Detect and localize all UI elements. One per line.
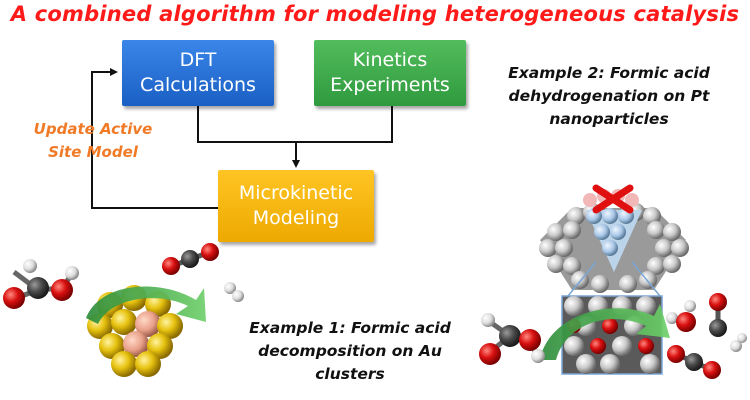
- example2-line1: Example 2: Formic acid: [508, 64, 710, 82]
- co2-molecule-icon-2: [667, 345, 721, 379]
- figure-title: A combined algorithm for modeling hetero…: [10, 2, 740, 26]
- dft-calculations-box: DFT Calculations: [122, 40, 274, 106]
- dft-box-line2: Calculations: [140, 74, 256, 96]
- example1-line3: clusters: [315, 365, 385, 383]
- mk-box-line2: Modeling: [252, 207, 340, 229]
- update-active-site-label: Update Active Site Model: [28, 118, 158, 164]
- example2-caption: Example 2: Formic acid dehydrogenation o…: [484, 62, 734, 131]
- pt-nanoparticle-icon: [539, 189, 689, 293]
- formic-acid-molecule-icon: [3, 259, 79, 309]
- mk-box-line1: Microkinetic: [238, 182, 354, 204]
- water-molecule-icon: [666, 300, 696, 332]
- h2-molecule-icon: [224, 282, 244, 302]
- kinetics-box-line2: Experiments: [330, 74, 450, 96]
- kinetics-box-line1: Kinetics: [352, 49, 428, 71]
- zoom-line-right: [631, 261, 661, 297]
- example2-line3: nanoparticles: [549, 110, 669, 128]
- blocked-site-x-icon: [592, 184, 634, 214]
- zoom-line-left: [567, 261, 597, 297]
- h2-molecule-icon-2: [730, 333, 747, 352]
- co2-molecule-icon: [162, 243, 219, 275]
- update-line1: Update Active: [33, 120, 153, 138]
- reaction-arrow-1: [86, 286, 206, 324]
- example1-line2: decomposition on Au: [258, 342, 442, 360]
- feedback-loop-line: [91, 68, 218, 209]
- formic-acid-molecule-icon-2: [479, 313, 545, 365]
- reaction-arrow-2: [540, 304, 670, 360]
- dft-box-line1: DFT: [179, 49, 217, 71]
- example1-caption: Example 1: Formic acid decomposition on …: [200, 317, 500, 386]
- example1-line1: Example 1: Formic acid: [249, 319, 451, 337]
- update-line2: Site Model: [48, 143, 138, 161]
- example2-line2: dehydrogenation on Pt: [508, 87, 710, 105]
- co-molecule-icon: [709, 293, 727, 337]
